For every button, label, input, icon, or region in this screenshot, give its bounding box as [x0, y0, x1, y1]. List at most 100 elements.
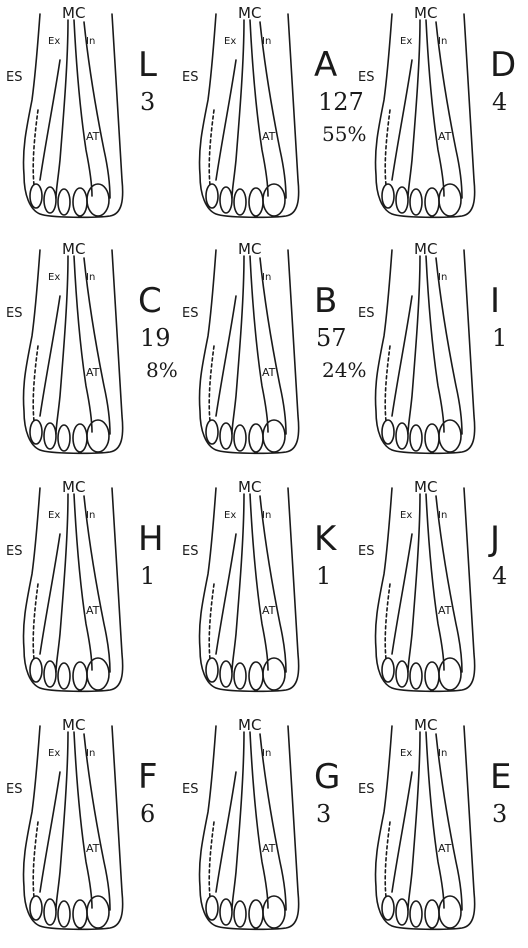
- label-ex: Ex: [400, 510, 412, 521]
- toe-shape: [425, 900, 439, 928]
- toe-shape: [382, 184, 394, 208]
- panel-k: MCExInESATK1: [176, 474, 352, 710]
- tendon-line: [232, 732, 244, 910]
- dashed-tendon: [385, 346, 390, 421]
- toe-shape: [220, 423, 232, 449]
- foot-outline: [375, 14, 474, 217]
- label-mc: MC: [238, 716, 261, 734]
- dashed-tendon: [209, 822, 214, 897]
- label-in: In: [438, 748, 447, 759]
- label-es: ES: [182, 544, 198, 559]
- toe-shape: [87, 658, 109, 690]
- label-es: ES: [6, 70, 22, 85]
- tendon-line: [392, 534, 412, 654]
- toe-shape: [220, 661, 232, 687]
- toe-shape: [439, 658, 461, 690]
- label-in: In: [86, 510, 95, 521]
- label-in: In: [86, 272, 95, 283]
- foot-outline: [199, 488, 298, 691]
- toe-shape: [73, 662, 87, 690]
- variant-type: C: [138, 284, 162, 318]
- tendon-line: [260, 734, 286, 910]
- label-mc: MC: [238, 240, 261, 258]
- toe-shape: [73, 424, 87, 452]
- toe-shape: [249, 900, 263, 928]
- tendon-line: [436, 734, 462, 910]
- dashed-tendon: [209, 584, 214, 659]
- variant-type: B: [314, 284, 337, 318]
- toe-shape: [410, 189, 422, 215]
- label-at: AT: [86, 604, 99, 617]
- tendon-line: [408, 256, 420, 434]
- label-mc: MC: [62, 240, 85, 258]
- toe-shape: [58, 425, 70, 451]
- dashed-tendon: [385, 110, 390, 185]
- foot-outline: [375, 726, 474, 929]
- tendon-line: [216, 296, 236, 416]
- variant-type: F: [138, 760, 158, 794]
- label-es: ES: [358, 782, 374, 797]
- dashed-tendon: [209, 346, 214, 421]
- tendon-line: [436, 258, 462, 434]
- toe-shape: [382, 420, 394, 444]
- toe-shape: [234, 189, 246, 215]
- toe-shape: [220, 187, 232, 213]
- toe-shape: [206, 658, 218, 682]
- panel-g: MCInESATG3: [176, 712, 352, 948]
- toe-shape: [206, 420, 218, 444]
- tendon-line: [260, 496, 286, 672]
- label-es: ES: [182, 306, 198, 321]
- variant-type: L: [138, 48, 157, 82]
- label-at: AT: [86, 842, 99, 855]
- tendon-line: [84, 22, 110, 198]
- label-es: ES: [358, 70, 374, 85]
- variant-type: G: [314, 760, 340, 794]
- toe-shape: [44, 661, 56, 687]
- label-es: ES: [6, 782, 22, 797]
- variant-count: 1: [316, 564, 331, 588]
- toe-shape: [234, 425, 246, 451]
- tendon-line: [260, 22, 286, 198]
- label-es: ES: [358, 306, 374, 321]
- toe-shape: [410, 425, 422, 451]
- toe-shape: [73, 188, 87, 216]
- tendon-line: [232, 256, 244, 434]
- label-ex: Ex: [48, 748, 60, 759]
- foot-outline: [375, 488, 474, 691]
- label-mc: MC: [414, 240, 437, 258]
- tendon-line: [392, 772, 412, 892]
- foot-outline: [199, 250, 298, 453]
- variant-count: 3: [316, 802, 331, 826]
- foot-outline: [23, 726, 122, 929]
- label-at: AT: [86, 130, 99, 143]
- label-ex: Ex: [48, 272, 60, 283]
- toe-shape: [249, 424, 263, 452]
- label-mc: MC: [414, 716, 437, 734]
- label-es: ES: [6, 544, 22, 559]
- toe-shape: [382, 658, 394, 682]
- toe-shape: [206, 184, 218, 208]
- toe-shape: [439, 896, 461, 928]
- toe-shape: [87, 420, 109, 452]
- tendon-line: [84, 496, 110, 672]
- toe-shape: [58, 901, 70, 927]
- label-ex: Ex: [48, 36, 60, 47]
- tendon-line: [392, 296, 412, 416]
- tendon-line: [40, 772, 60, 892]
- label-es: ES: [6, 306, 22, 321]
- variant-percent: 8%: [146, 360, 178, 380]
- variant-count: 1: [140, 564, 155, 588]
- dashed-tendon: [33, 110, 38, 185]
- label-in: In: [438, 36, 447, 47]
- tendon-line: [40, 296, 60, 416]
- label-es: ES: [182, 782, 198, 797]
- toe-shape: [425, 662, 439, 690]
- toe-shape: [73, 900, 87, 928]
- tendon-line: [84, 258, 110, 434]
- foot-outline: [375, 250, 474, 453]
- variant-type: H: [138, 522, 164, 556]
